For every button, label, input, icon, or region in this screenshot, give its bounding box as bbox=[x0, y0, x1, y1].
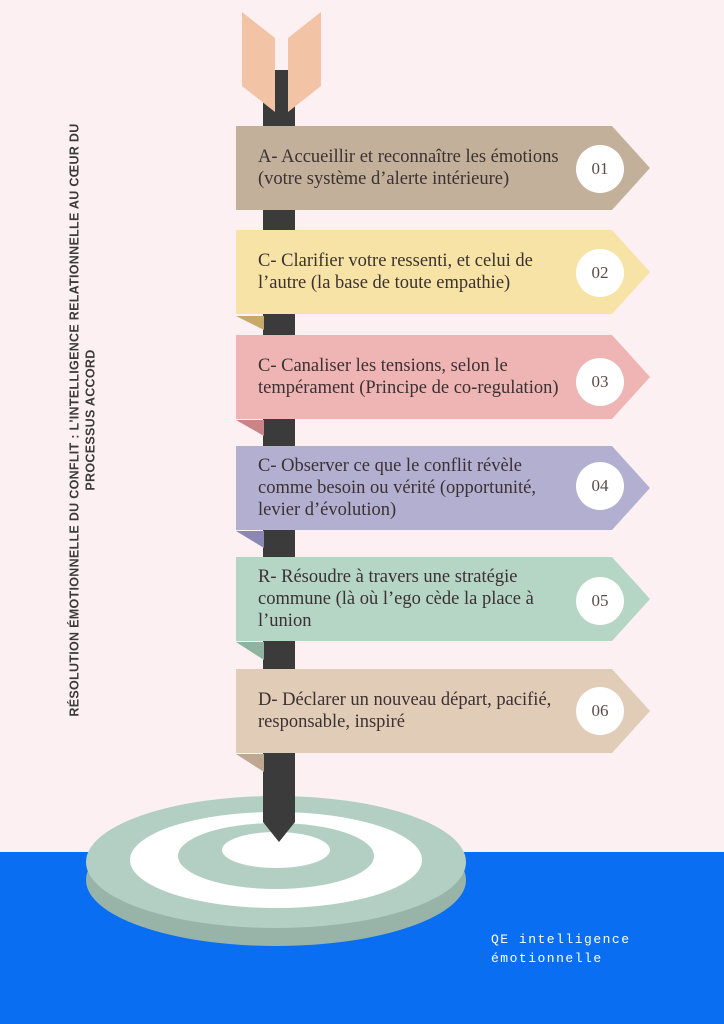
step-sign-6: D- Déclarer un nouveau départ, pacifié, … bbox=[236, 669, 624, 753]
step-sign-1: A- Accueillir et reconnaître les émotion… bbox=[236, 126, 624, 210]
step-sign-shape bbox=[236, 335, 650, 419]
step-text: A- Accueillir et reconnaître les émotion… bbox=[258, 147, 559, 189]
step-sign-3: C- Canaliser les tensions, selon le temp… bbox=[236, 335, 624, 419]
step-sign-4: C- Observer ce que le conflit révèle com… bbox=[236, 446, 624, 530]
footer-line2: émotionnelle bbox=[491, 951, 603, 966]
step-sign-shape bbox=[236, 669, 650, 753]
step-text: C- Canaliser les tensions, selon le temp… bbox=[258, 356, 559, 398]
target-icon bbox=[86, 796, 466, 946]
step-number-badge: 02 bbox=[576, 249, 624, 297]
vertical-title-line1: RÉSOLUTION ÉMOTIONNELLE DU CONFLIT : L'I… bbox=[68, 123, 82, 717]
step-number-badge: 03 bbox=[576, 358, 624, 406]
footer-line1: QE intelligence bbox=[491, 932, 631, 947]
step-sign-5: R- Résoudre à travers une stratégie comm… bbox=[236, 557, 624, 641]
step-number-badge: 05 bbox=[576, 577, 624, 625]
step-sign-2: C- Clarifier votre ressenti, et celui de… bbox=[236, 230, 624, 314]
step-text: R- Résoudre à travers une stratégie comm… bbox=[258, 567, 534, 631]
vertical-title-line2: PROCESSUS ACCORD bbox=[84, 349, 98, 491]
footer-brand: QE intelligence émotionnelle bbox=[491, 930, 631, 968]
step-sign-shape bbox=[236, 126, 650, 210]
step-number-badge: 01 bbox=[576, 145, 624, 193]
step-sign-shape bbox=[236, 446, 650, 530]
step-text: C- Clarifier votre ressenti, et celui de… bbox=[258, 251, 533, 293]
step-number-badge: 06 bbox=[576, 687, 624, 735]
vertical-title: RÉSOLUTION ÉMOTIONNELLE DU CONFLIT : L'I… bbox=[54, 123, 112, 716]
step-sign-shape bbox=[236, 557, 650, 641]
step-text: C- Observer ce que le conflit révèle com… bbox=[258, 456, 536, 520]
step-number-badge: 04 bbox=[576, 462, 624, 510]
step-sign-shape bbox=[236, 230, 650, 314]
step-text: D- Déclarer un nouveau départ, pacifié, … bbox=[258, 690, 552, 732]
